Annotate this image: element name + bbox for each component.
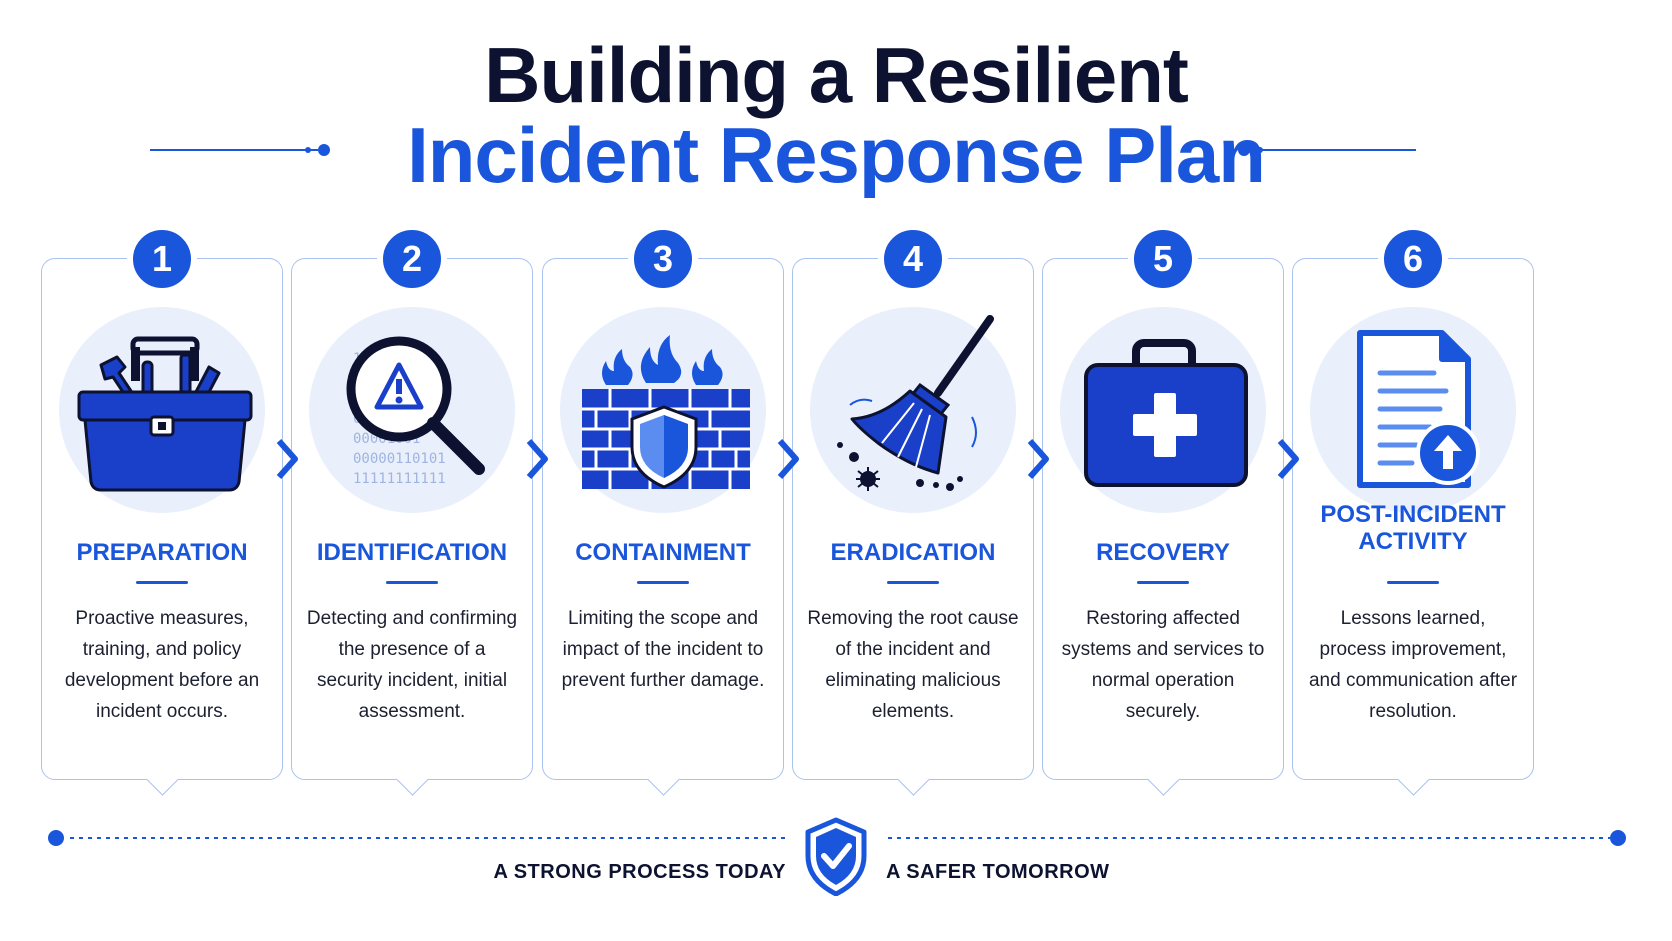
title-underline xyxy=(1387,581,1439,584)
step-title: IDENTIFICATION xyxy=(316,539,508,566)
step-description: Removing the root cause of the incident … xyxy=(807,608,1019,722)
binary-row: 00000110101 xyxy=(353,451,446,467)
step-title: CONTAINMENT xyxy=(575,539,751,566)
step-description: Limiting the scope and impact of the inc… xyxy=(561,608,765,691)
step-description: Restoring affected systems and services … xyxy=(1061,608,1265,722)
chevron-right-icon xyxy=(276,439,298,479)
step-description: Proactive measures, training, and policy… xyxy=(64,608,260,722)
step-number-badge: 5 xyxy=(1128,224,1198,294)
title-decoration-right xyxy=(1238,144,1416,156)
magnifier-warning-icon: 11001001 00110011 01001001 00110101 0000… xyxy=(309,307,515,513)
broom-icon xyxy=(810,307,1016,513)
step-title: ERADICATION xyxy=(830,539,996,566)
footer-timeline xyxy=(48,830,1626,846)
step-card-eradication: 4 xyxy=(792,224,1034,796)
step-number-badge: 2 xyxy=(377,224,447,294)
step-card-identification: 2 11001001 00110011 01001001 00110101 00… xyxy=(291,224,533,796)
title-underline xyxy=(386,581,438,584)
title-underline xyxy=(887,581,939,584)
footer-left-text: A STRONG PROCESS TODAY xyxy=(493,861,786,883)
title-decoration-left xyxy=(150,144,330,156)
firewall-shield-icon xyxy=(560,307,766,513)
title-line-2: Incident Response Plan xyxy=(407,111,1266,199)
step-card-preparation: 1 PREPARATION Proactive xyxy=(41,224,283,796)
step-description: Detecting and confirming the presence of… xyxy=(306,608,518,722)
step-title: RECOVERY xyxy=(1096,539,1230,566)
title-line-1: Building a Resilient xyxy=(484,31,1189,119)
step-number-badge: 1 xyxy=(127,224,197,294)
footer-right-text: A SAFER TOMORROW xyxy=(886,861,1110,883)
step-card-containment: 3 xyxy=(542,224,784,796)
shield-check-icon xyxy=(805,817,867,896)
title-underline xyxy=(136,581,188,584)
title-underline xyxy=(1137,581,1189,584)
chevron-right-icon xyxy=(1277,439,1299,479)
title-underline xyxy=(637,581,689,584)
step-number-badge: 6 xyxy=(1378,224,1448,294)
chevron-right-icon xyxy=(526,439,548,479)
step-description: Lessons learned, process improvement, an… xyxy=(1308,608,1518,722)
step-number-badge: 3 xyxy=(628,224,698,294)
document-upload-icon xyxy=(1310,307,1516,513)
step-title: PREPARATION xyxy=(76,539,248,566)
step-card-recovery: 5 RECOVERY Restoring affected systems an… xyxy=(1042,224,1284,796)
toolbox-icon xyxy=(59,307,265,513)
first-aid-kit-icon xyxy=(1060,307,1266,513)
chevron-right-icon xyxy=(1027,439,1049,479)
step-title: POST-INCIDENT ACTIVITY xyxy=(1320,501,1506,555)
chevron-right-icon xyxy=(777,439,799,479)
step-card-post-incident-activity: 6 POST-INCIDENT ACTIVITY Lessons learned… xyxy=(1292,224,1534,796)
binary-row: 11111111111 xyxy=(353,471,446,487)
step-number-badge: 4 xyxy=(878,224,948,294)
